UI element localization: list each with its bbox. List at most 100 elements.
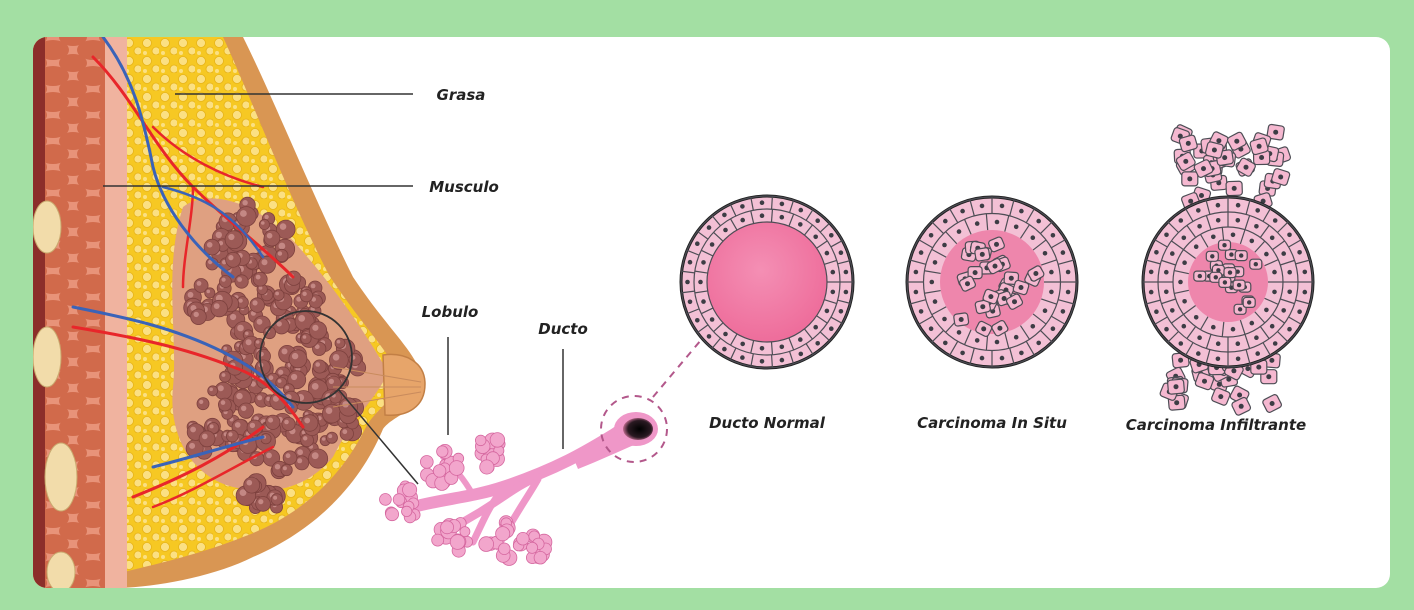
lobule-highlight — [302, 292, 306, 296]
lobule-acinus — [264, 230, 280, 246]
lobule-acinus — [301, 333, 311, 343]
lobule-highlight — [261, 221, 265, 225]
cell-nucleus — [1255, 208, 1260, 213]
acinus-bubble — [475, 435, 486, 446]
cell-nucleus — [1197, 224, 1202, 229]
label-musculo: Musculo — [429, 178, 499, 196]
tumor-nucleus — [997, 326, 1002, 331]
lobule-acinus — [309, 322, 326, 339]
tumor-nucleus — [959, 317, 964, 322]
cell-nucleus — [914, 270, 919, 275]
cell-nucleus — [1170, 308, 1175, 313]
label-carcinoma-in-situ: Carcinoma In Situ — [917, 414, 1067, 432]
cell-nucleus — [695, 318, 700, 323]
invading-nucleus — [1257, 144, 1262, 149]
cell-nucleus — [1255, 351, 1260, 356]
lobule-acinus — [259, 219, 269, 229]
cell-nucleus — [815, 341, 820, 346]
lobule-highlight — [189, 443, 195, 449]
cell-nucleus — [760, 359, 765, 364]
lobule-highlight — [210, 424, 214, 428]
lobule-highlight — [326, 407, 333, 414]
lobule-highlight — [237, 277, 242, 282]
cell-nucleus — [1014, 225, 1019, 230]
cell-nucleus — [1297, 250, 1302, 255]
cell-nucleus — [1000, 204, 1005, 209]
cell-nucleus — [1164, 233, 1169, 238]
lobule-highlight — [329, 379, 334, 384]
cell-nucleus — [831, 290, 836, 295]
invading-nucleus — [1278, 175, 1283, 180]
lobule-highlight — [278, 251, 282, 255]
tumor-nucleus — [1223, 280, 1227, 284]
cell-nucleus — [798, 222, 803, 227]
cell-nucleus — [1216, 341, 1221, 346]
lobule-highlight — [312, 325, 318, 331]
lobule-highlight — [303, 436, 307, 440]
cell-nucleus — [1036, 341, 1041, 346]
acinus-bubble — [432, 534, 444, 546]
tumor-nucleus — [973, 270, 978, 275]
cell-nucleus — [1019, 351, 1024, 356]
lobule-acinus — [226, 252, 241, 267]
cell-nucleus — [1036, 219, 1041, 224]
cell-nucleus — [1287, 290, 1292, 295]
lobule-highlight — [218, 385, 224, 391]
cell-nucleus — [1049, 270, 1054, 275]
lobule-acinus — [301, 415, 318, 432]
cell-nucleus — [825, 251, 830, 256]
cell-nucleus — [1303, 270, 1308, 275]
cell-nucleus — [1061, 309, 1066, 314]
cell-nucleus — [798, 337, 803, 342]
lobule-acinus — [238, 403, 253, 418]
cell-nucleus — [1272, 290, 1277, 295]
invading-nucleus — [1270, 401, 1275, 406]
cell-nucleus — [933, 299, 938, 304]
tumor-nucleus — [988, 294, 993, 299]
cell-nucleus — [688, 260, 693, 265]
lobule-acinus — [253, 272, 267, 286]
lobule-highlight — [207, 290, 211, 294]
cell-nucleus — [1273, 218, 1278, 223]
cell-nucleus — [1066, 270, 1071, 275]
tumor-nucleus — [993, 264, 998, 269]
cell-cross-section-illustration — [681, 124, 1313, 416]
lobule-highlight — [273, 496, 277, 500]
cell-nucleus — [780, 358, 785, 363]
cell-nucleus — [1043, 251, 1048, 256]
lobule-highlight — [258, 499, 263, 504]
cell-nucleus — [1000, 356, 1005, 361]
cell-border — [772, 196, 773, 209]
lobule-highlight — [257, 395, 262, 400]
breast-anatomy-illustration — [33, 37, 425, 588]
acinus-bubble — [433, 465, 446, 478]
cell-nucleus — [960, 351, 965, 356]
cell-nucleus — [1281, 308, 1286, 313]
lobule-acinus — [274, 318, 290, 334]
lobule-acinus — [211, 300, 228, 317]
lobule-highlight — [322, 437, 326, 441]
lobule-acinus — [266, 415, 280, 429]
cell-nucleus — [957, 330, 962, 335]
cell-nucleus — [1182, 324, 1187, 329]
cell-nucleus — [1164, 327, 1169, 332]
invading-nucleus — [1174, 384, 1179, 389]
lobule-highlight — [241, 406, 246, 411]
tumor-nucleus — [1238, 307, 1242, 311]
cell-nucleus — [844, 270, 849, 275]
tumor-nucleus — [1009, 276, 1014, 281]
duct-lumen — [623, 418, 653, 440]
acinus-bubble — [460, 527, 470, 537]
lobule-highlight — [297, 449, 303, 455]
lobule-highlight — [311, 284, 316, 289]
tumor-nucleus — [1228, 270, 1232, 274]
cell-nucleus — [1061, 250, 1066, 255]
lobule-highlight — [216, 232, 222, 238]
cell-nucleus — [1031, 324, 1036, 329]
lobule-highlight — [236, 393, 242, 399]
carcinoma-in-situ-cross-section — [907, 197, 1077, 367]
cell-nucleus — [1270, 324, 1275, 329]
invading-nucleus — [1216, 138, 1221, 143]
acinus-bubble — [437, 446, 448, 457]
